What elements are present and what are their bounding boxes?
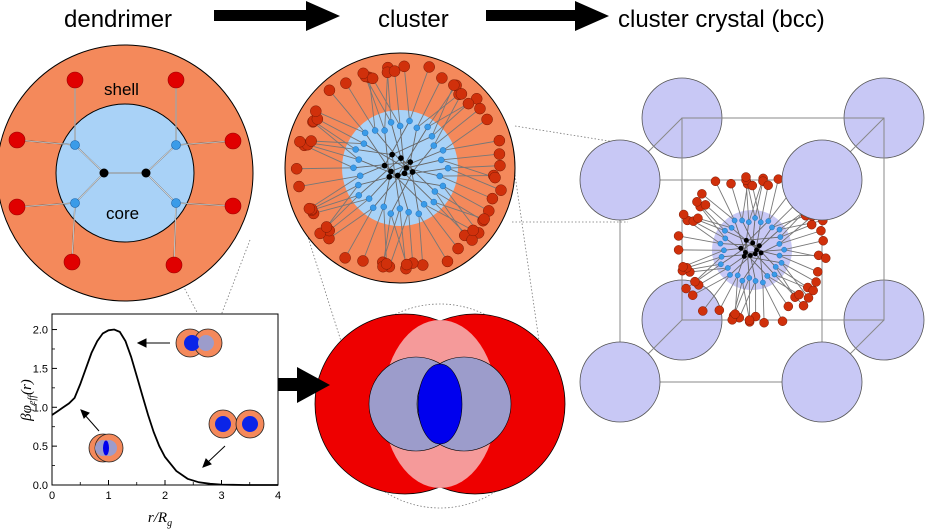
arrow-dendrimer-to-cluster bbox=[214, 1, 340, 31]
cluster-bonds bbox=[296, 66, 502, 269]
arrow-cluster-to-crystal bbox=[486, 1, 609, 31]
x-tick-label: 1 bbox=[105, 490, 111, 502]
plot-annotation-arrows bbox=[80, 338, 226, 468]
bcc-central-beads bbox=[673, 172, 831, 328]
bcc-central-cluster bbox=[673, 172, 831, 328]
cluster-beads bbox=[290, 60, 507, 275]
bcc-sphere-front-bottom-right bbox=[781, 341, 863, 423]
dendrimer-terminal-beads bbox=[8, 71, 242, 274]
y-tick-label: 1.0 bbox=[33, 402, 48, 414]
bcc-sphere-front-top-right bbox=[781, 139, 863, 221]
title-cluster-crystal: cluster crystal (bcc) bbox=[618, 6, 825, 33]
y-axis-label: βφeff(r) bbox=[19, 379, 38, 422]
y-axis-label-arg: (r) bbox=[19, 379, 35, 395]
y-tick-label: 0.5 bbox=[33, 441, 48, 453]
x-axis-label-sub: g bbox=[167, 518, 172, 529]
plot-ticks: 0 1 2 3 4 0.0 0.5 1.0 1.5 2.0 bbox=[33, 325, 281, 502]
y-tick-label: 1.5 bbox=[33, 363, 48, 375]
cluster-diagram bbox=[284, 52, 516, 284]
x-tick-label: 0 bbox=[49, 490, 55, 502]
overlap-diagram bbox=[314, 303, 566, 509]
bcc-sphere-front-top-left bbox=[579, 139, 661, 221]
bcc-crystal bbox=[579, 77, 925, 423]
inset-large-r-separated bbox=[208, 409, 265, 439]
plot-frame bbox=[51, 313, 279, 486]
label-shell: shell bbox=[104, 80, 139, 99]
x-tick-label: 3 bbox=[218, 490, 224, 502]
x-axis-label-main: r/R bbox=[148, 510, 167, 526]
potential-curve bbox=[51, 328, 278, 486]
inset-peak-overlap bbox=[175, 328, 223, 358]
label-core: core bbox=[106, 204, 139, 223]
inset-small-r-overlap bbox=[88, 433, 124, 463]
x-axis-label: r/Rg bbox=[148, 510, 172, 529]
overlap-core-lens bbox=[417, 363, 463, 445]
dendrimer-bonds bbox=[16, 80, 234, 266]
dendrimer-central-beads bbox=[99, 168, 151, 178]
y-axis-label-sub: eff bbox=[27, 394, 38, 405]
y-tick-label: 0.0 bbox=[33, 480, 48, 492]
x-tick-label: 4 bbox=[275, 490, 281, 502]
title-dendrimer: dendrimer bbox=[64, 6, 172, 33]
x-tick-label: 2 bbox=[162, 490, 168, 502]
potential-plot: 0 1 2 3 4 0.0 0.5 1.0 1.5 2.0 βφeff(r) r/Rg bbox=[19, 313, 281, 529]
dendrimer-intermediate-beads bbox=[70, 140, 181, 208]
y-axis-label-main: βφ bbox=[19, 405, 35, 422]
dendrimer-diagram: shell core bbox=[0, 44, 254, 302]
bcc-sphere-front-bottom-left bbox=[579, 341, 661, 423]
y-tick-label: 2.0 bbox=[33, 325, 48, 337]
title-cluster: cluster bbox=[378, 6, 449, 33]
